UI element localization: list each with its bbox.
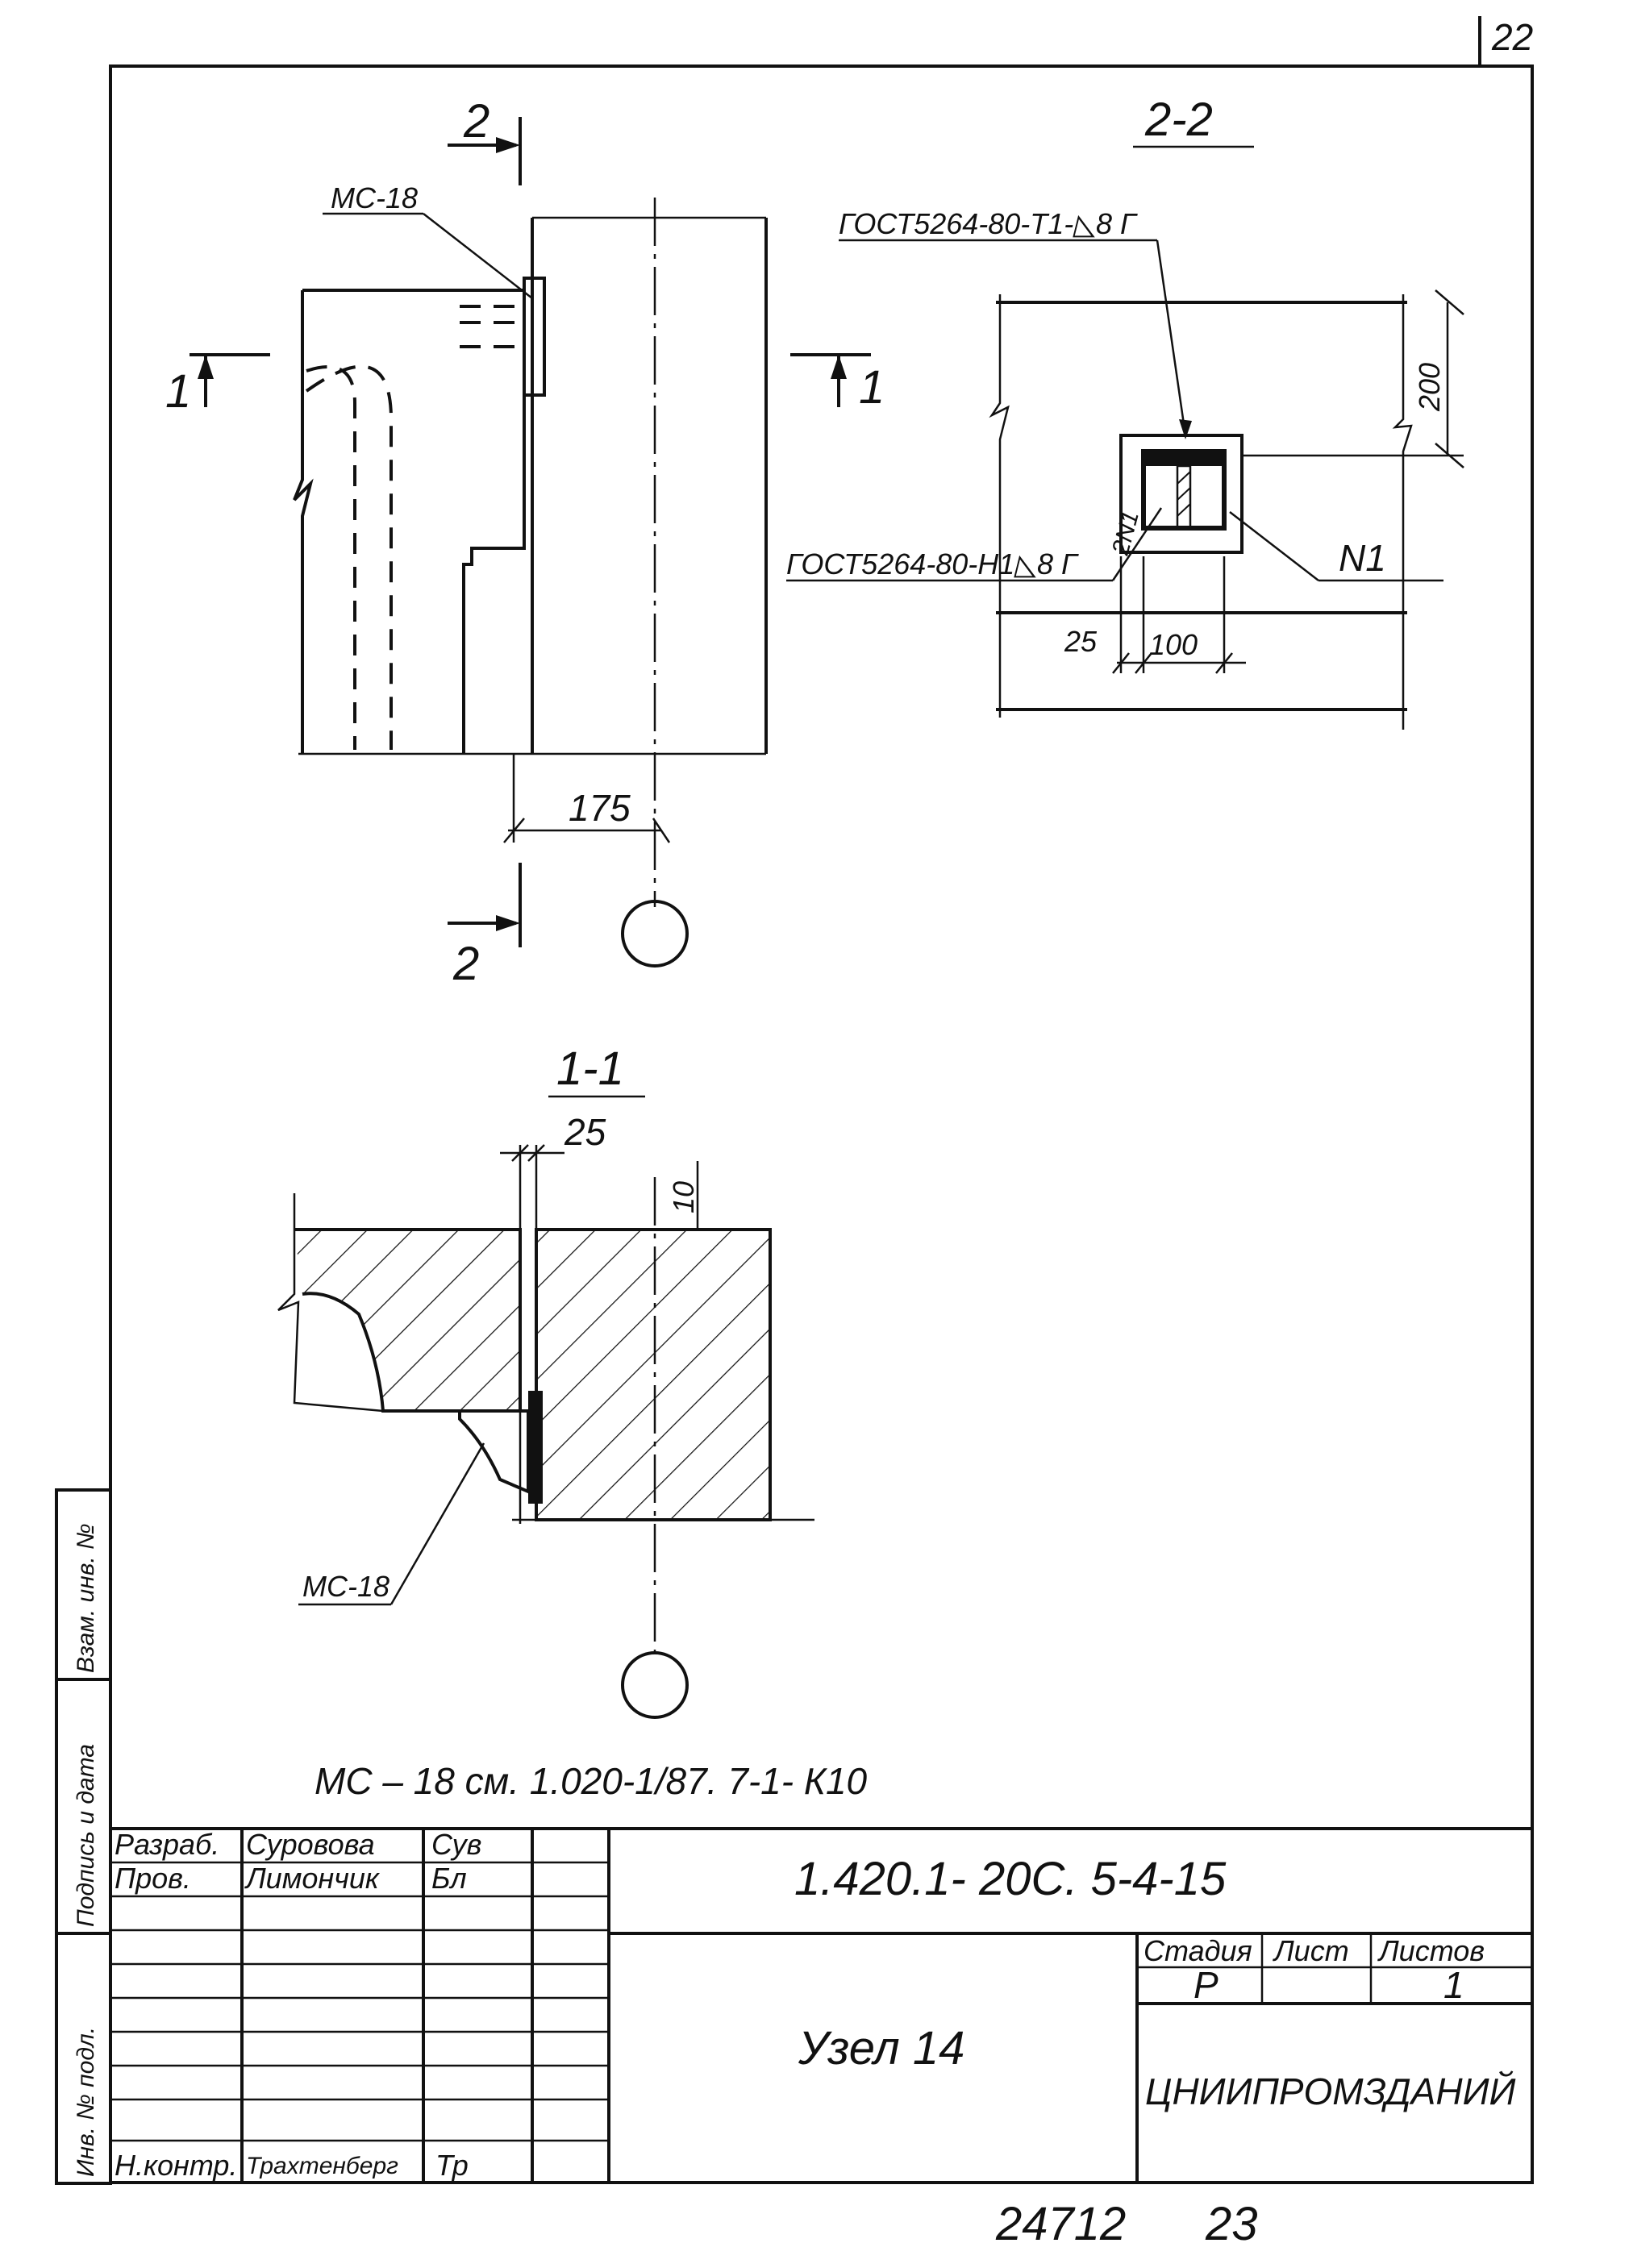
section-2-2-title: 2-2 <box>1144 94 1213 146</box>
tb-sheet-label: Лист <box>1273 1934 1349 1967</box>
elevation-view <box>190 117 871 968</box>
elev-callout-mc18: МС-18 <box>331 181 418 214</box>
section-2-2-weld-top: ГОСТ5264-80-Т1-◺8 Г <box>839 207 1138 240</box>
drawing-note: МС – 18 см. 1.020-1/87. 7-1- К10 <box>315 1760 868 1802</box>
tb-stage-label: Стадия <box>1144 1934 1252 1967</box>
section-1-1-dim-10: 10 <box>667 1181 700 1213</box>
section-2-2-dim-200: 200 <box>1413 363 1446 412</box>
elev-mark-2-top: 2 <box>463 95 489 148</box>
sheet-number: 22 <box>1491 16 1533 58</box>
elev-dim-175: 175 <box>569 787 631 829</box>
tb-name-0: Суровова <box>246 1828 375 1861</box>
side-stamp: Взам. инв. № Подпись и дата Инв. № подл. <box>55 1488 112 2185</box>
tb-code: 1.420.1- 20С. 5-4-15 <box>794 1853 1227 1905</box>
section-2-2-dim-25: 25 <box>1064 625 1098 658</box>
side-stamp-sign-date: Подпись и дата <box>73 1744 99 1927</box>
tb-role-0: Разраб. <box>115 1828 219 1861</box>
elev-mark-2-bottom: 2 <box>452 938 479 990</box>
elev-mark-1-left: 1 <box>165 365 191 418</box>
tb-sign-1: Бл <box>431 1862 467 1895</box>
tb-sign-6: Тр <box>435 2149 469 2182</box>
tb-name-1: Лимончик <box>244 1862 381 1895</box>
elev-mark-1-right: 1 <box>859 361 885 414</box>
tb-sheets-value: 1 <box>1443 1964 1464 2006</box>
side-stamp-inv-repl: Взам. инв. № <box>73 1523 99 1673</box>
title-block <box>110 1827 1532 2183</box>
footer-archive-number: 24712 <box>995 2198 1126 2250</box>
tb-node-name: Узел 14 <box>798 2022 964 2074</box>
tb-name-6: Трахтенберг <box>246 2153 398 2179</box>
section-1-1-view <box>277 1095 814 1719</box>
section-1-1-callout-mc18: МС-18 <box>302 1570 390 1603</box>
tb-role-6: Н.контр. <box>115 2149 237 2182</box>
footer-page-number: 23 <box>1205 2198 1258 2250</box>
section-2-2-view <box>786 145 1464 730</box>
section-1-1-dim-25: 25 <box>564 1111 606 1153</box>
tb-organization: ЦНИИПРОМЗДАНИЙ <box>1145 2070 1515 2112</box>
section-1-1-title: 1-1 <box>556 1042 624 1095</box>
section-2-2-part-n1: N1 <box>1339 537 1386 579</box>
tb-sign-0: Сув <box>431 1828 481 1861</box>
side-stamp-inv-orig: Инв. № подл. <box>73 2027 99 2177</box>
sheet-frame <box>109 16 1534 2184</box>
tb-sheets-label: Листов <box>1377 1934 1485 1967</box>
section-2-2-weld-left: ГОСТ5264-80-Н1◺8 Г <box>786 547 1079 581</box>
section-2-2-dim-100: 100 <box>1149 628 1198 661</box>
tb-role-1: Пров. <box>115 1862 191 1895</box>
tb-stage-value: Р <box>1194 1964 1219 2006</box>
